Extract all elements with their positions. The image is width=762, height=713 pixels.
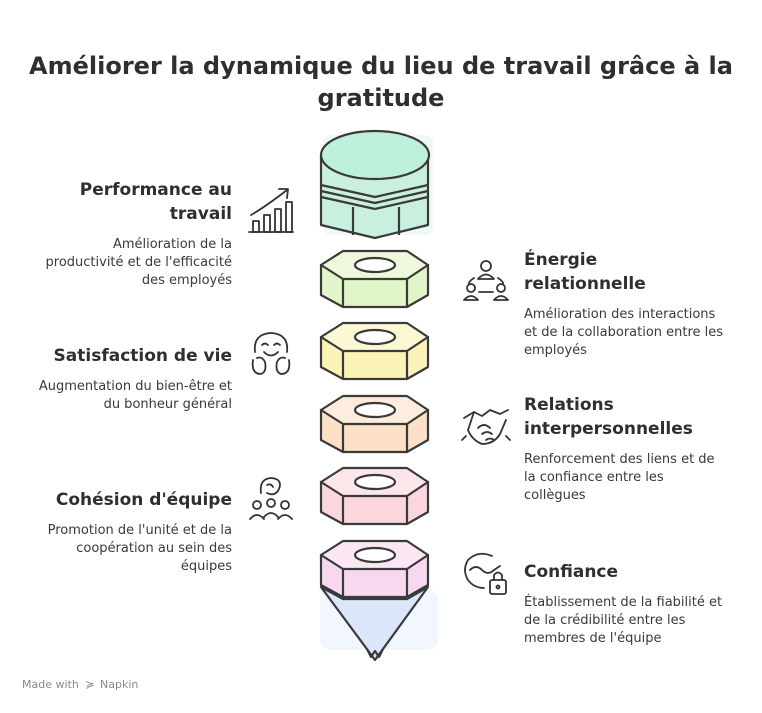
- stacked-nuts-column: [319, 129, 438, 662]
- footer-brand: Napkin: [100, 678, 139, 691]
- item-description: Promotion de l'unité et de la coopératio…: [47, 523, 232, 574]
- nut-1: [319, 249, 430, 309]
- page-title: Améliorer la dynamique du lieu de travai…: [29, 52, 733, 112]
- item-heading: Énergie relationnelle: [524, 250, 646, 294]
- team-network-icon: [463, 260, 509, 301]
- item-description: Amélioration des interactions et de la c…: [524, 307, 724, 358]
- item-heading: Cohésion d'équipe: [55, 490, 232, 510]
- item-heading: Confiance: [524, 562, 619, 582]
- column-cap: [319, 129, 431, 240]
- nut-3: [319, 394, 430, 454]
- happy-face-icon: [251, 332, 291, 375]
- item-description: Établissement de la fiabilité et de la c…: [524, 595, 723, 646]
- item-cohesion: Cohésion d'équipe Promotion de l'unité e…: [32, 488, 232, 576]
- item-description: Amélioration de la productivité et de l'…: [45, 237, 232, 288]
- bar-chart-growth-icon: [248, 188, 294, 233]
- item-description: Renforcement des liens et de la confianc…: [524, 452, 715, 503]
- nut-2: [319, 321, 430, 381]
- item-relations: Relations interpersonnelles Renforcement…: [524, 393, 724, 505]
- item-satisfaction: Satisfaction de vie Augmentation du bien…: [32, 344, 232, 414]
- footer-credit: Made with ≽ Napkin: [22, 678, 138, 691]
- item-energie: Énergie relationnelle Amélioration des i…: [524, 248, 724, 360]
- footer-made-with: Made with: [22, 678, 79, 691]
- napkin-logo-icon: ≽: [85, 678, 95, 691]
- item-description: Augmentation du bien-être et du bonheur …: [38, 379, 232, 412]
- secure-handshake-icon: [464, 552, 507, 595]
- handshake-icon: [461, 409, 511, 445]
- team-unity-icon: [249, 477, 293, 520]
- item-heading: Relations interpersonnelles: [524, 395, 693, 439]
- item-confiance: Confiance Établissement de la fiabilité …: [524, 560, 724, 648]
- item-heading: Satisfaction de vie: [53, 346, 232, 366]
- item-performance: Performance au travail Amélioration de l…: [32, 178, 232, 290]
- item-heading: Performance au travail: [79, 180, 232, 224]
- column-tip: [319, 585, 430, 662]
- nut-4: [319, 466, 430, 526]
- nut-5: [319, 539, 430, 599]
